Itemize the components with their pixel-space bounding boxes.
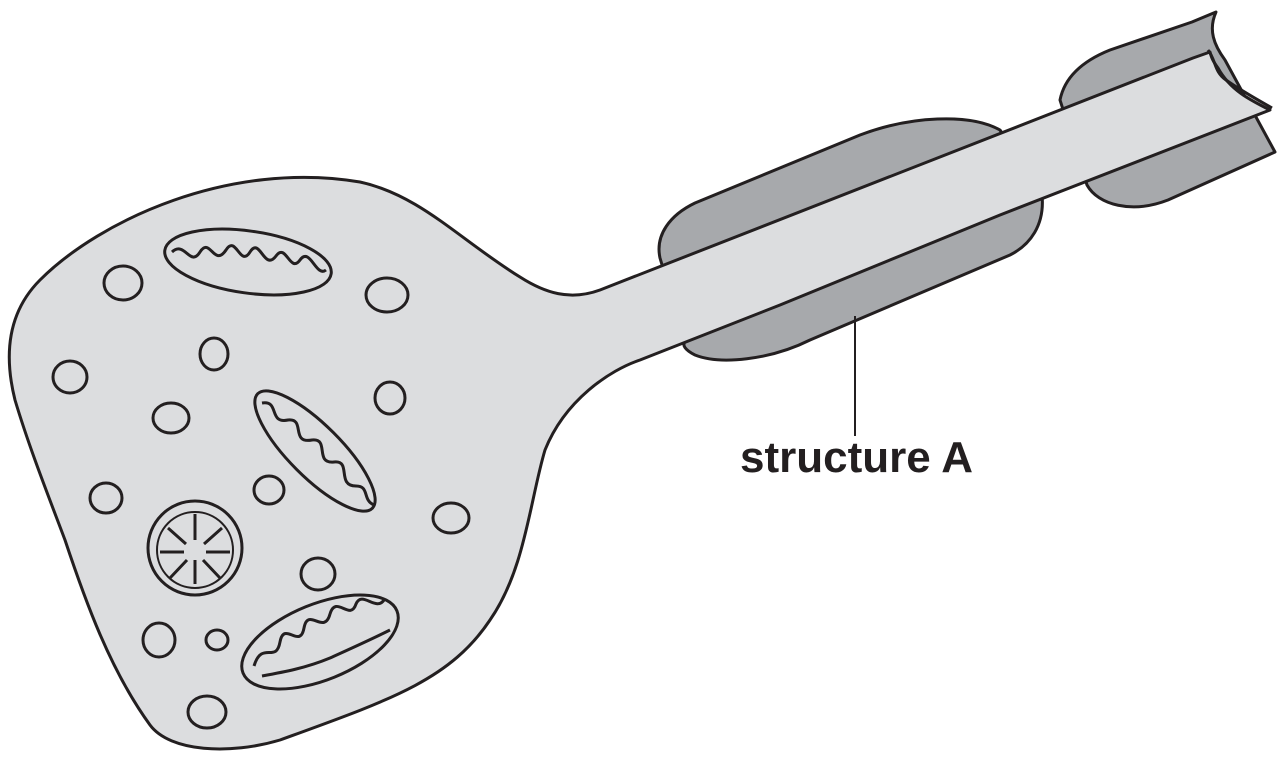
structure-a-label: structure A: [740, 433, 973, 482]
cell-body-and-axon: [9, 52, 1270, 749]
